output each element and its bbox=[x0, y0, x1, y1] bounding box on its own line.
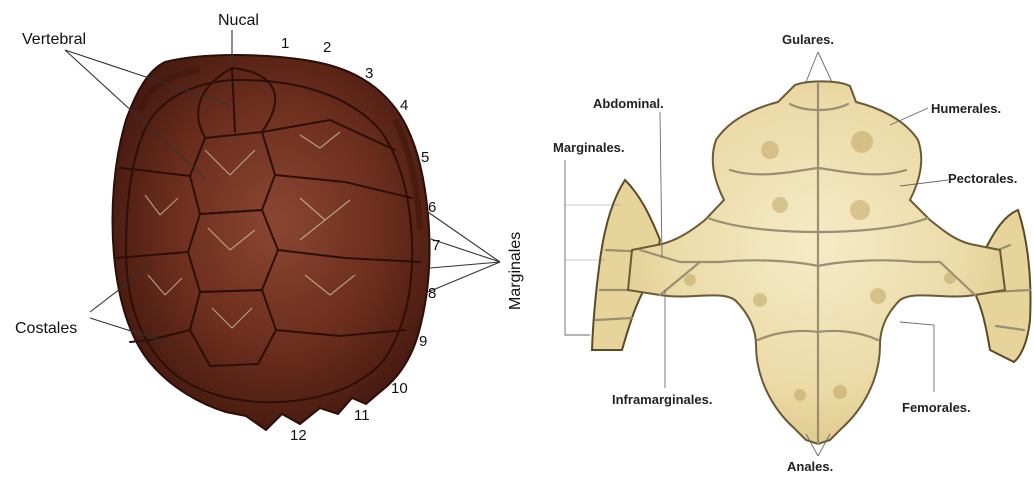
label-inframarginales: Inframarginales. bbox=[612, 392, 712, 407]
label-gulares: Gulares. bbox=[782, 32, 834, 47]
label-costales: Costales bbox=[15, 320, 77, 337]
marginal-number: 9 bbox=[419, 333, 427, 350]
marginal-number: 7 bbox=[432, 237, 440, 254]
marginal-number: 5 bbox=[421, 149, 429, 166]
plastron-image bbox=[592, 81, 1031, 444]
marginal-number: 2 bbox=[323, 39, 331, 56]
marginal-number: 6 bbox=[428, 199, 436, 216]
carapace-outline bbox=[113, 55, 430, 430]
label-anales: Anales. bbox=[787, 459, 833, 474]
marginal-number: 8 bbox=[428, 285, 436, 302]
marginal-number: 3 bbox=[365, 65, 373, 82]
label-femorales: Femorales. bbox=[902, 400, 971, 415]
label-abdominal: Abdominal. bbox=[593, 96, 664, 111]
label-marginales-vertical: Marginales bbox=[507, 232, 524, 310]
label-marginales: Marginales. bbox=[553, 140, 625, 155]
carapace-image bbox=[113, 55, 430, 430]
marginal-number: 10 bbox=[391, 380, 408, 397]
label-nucal: Nucal bbox=[218, 12, 259, 29]
marginal-number: 12 bbox=[290, 427, 307, 444]
label-vertebral: Vertebral bbox=[22, 31, 86, 48]
marginal-number: 1 bbox=[281, 35, 289, 52]
marginal-number: 11 bbox=[354, 407, 370, 424]
marginal-number: 4 bbox=[400, 97, 408, 114]
label-humerales: Humerales. bbox=[931, 101, 1001, 116]
label-pectorales: Pectorales. bbox=[948, 171, 1017, 186]
